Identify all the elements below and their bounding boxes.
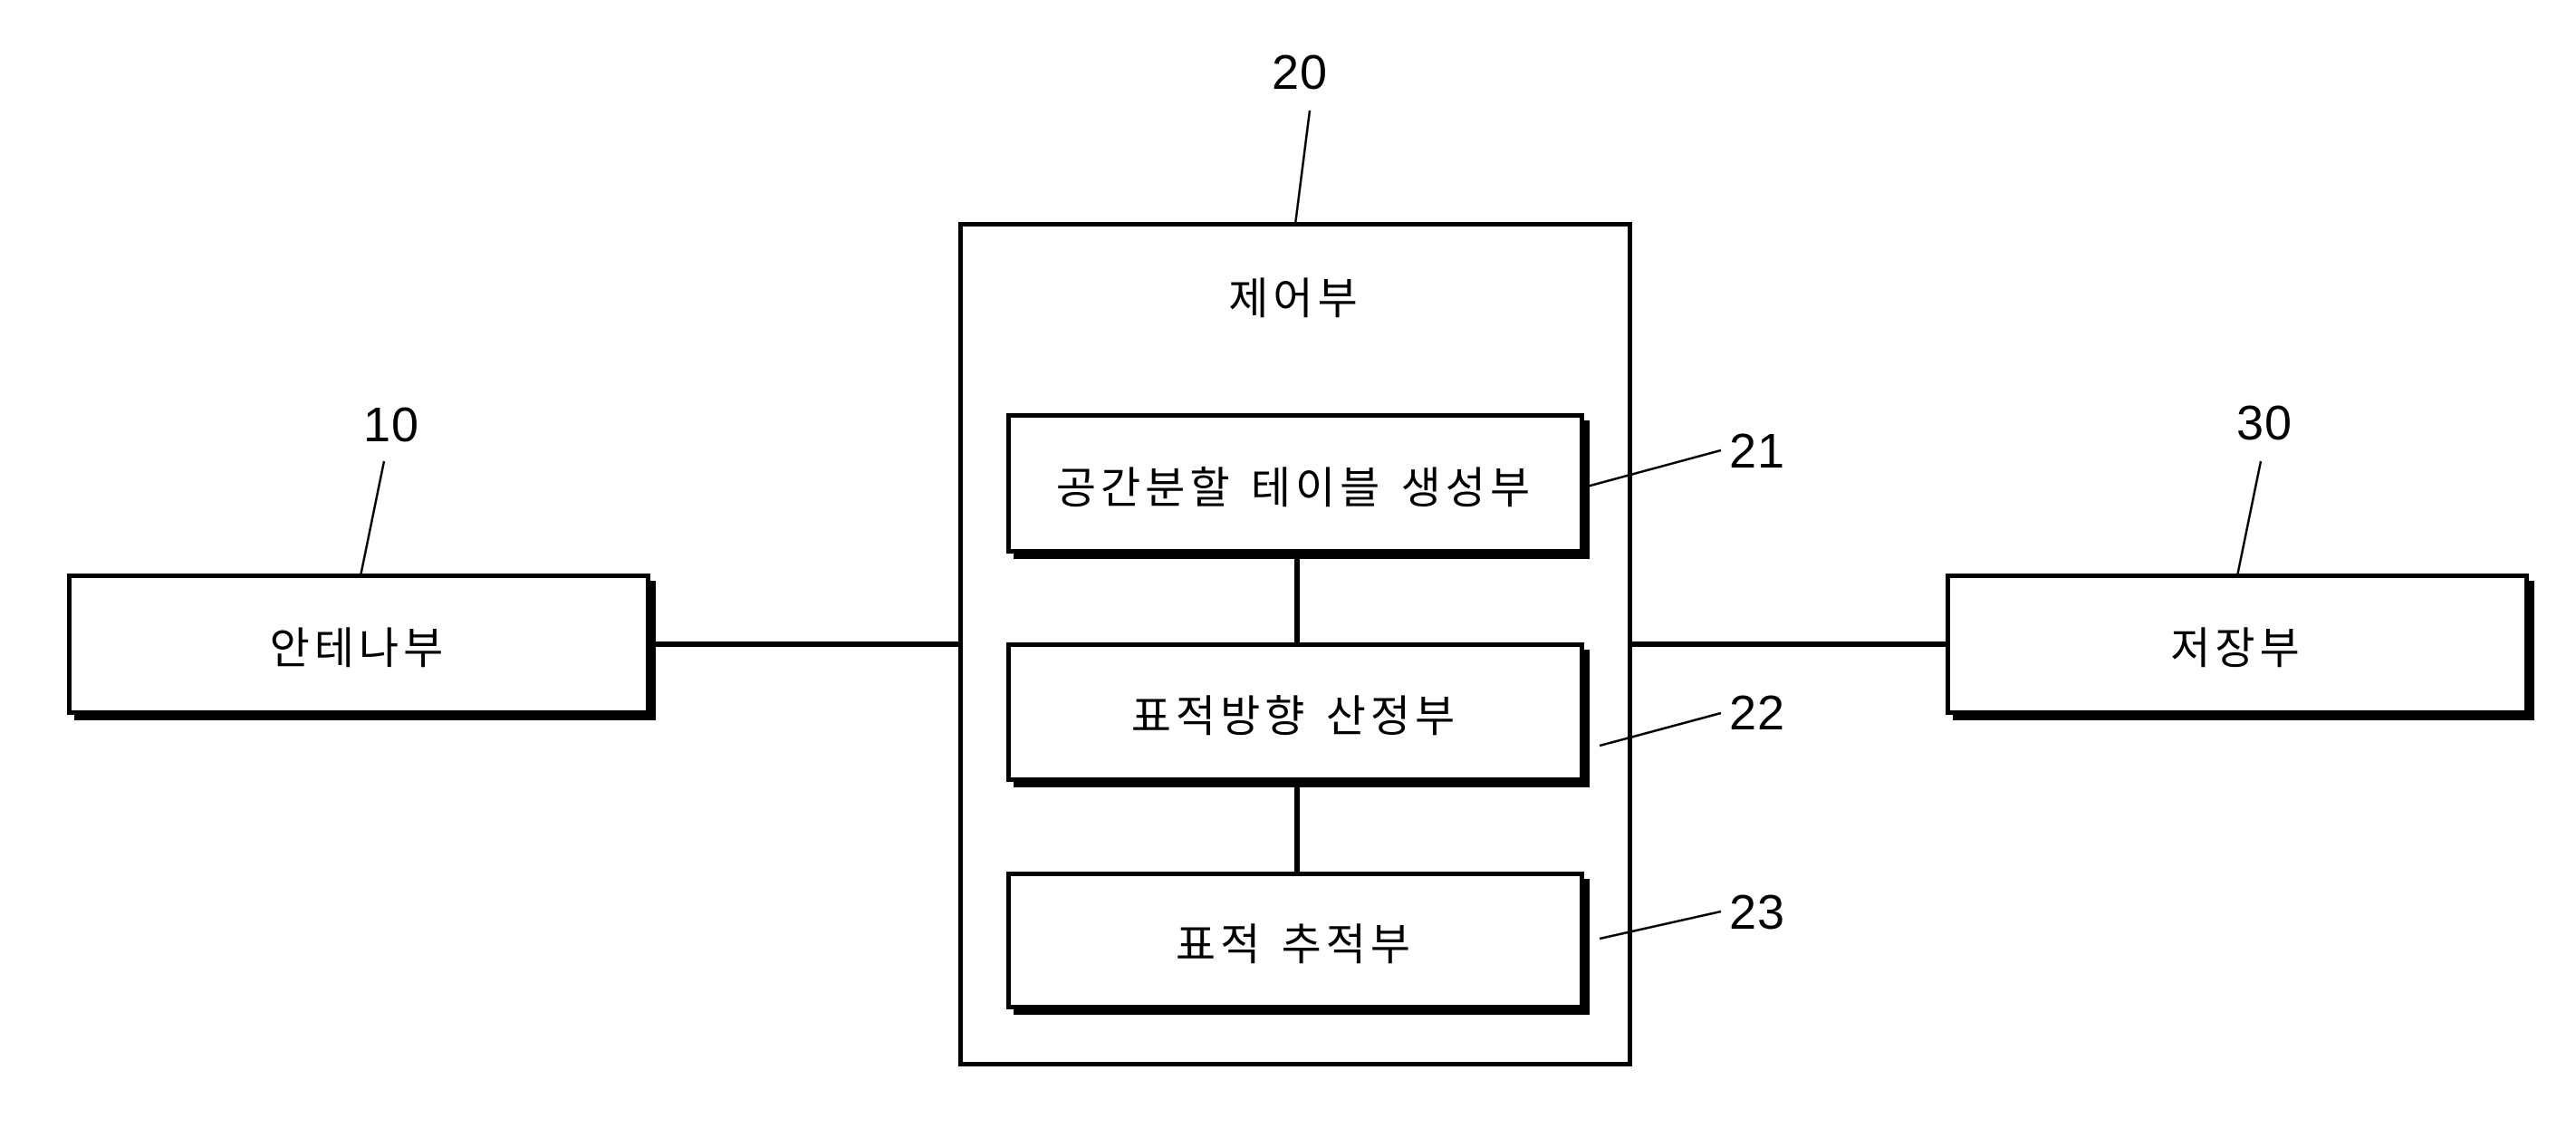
target-direction-estimator-label: 표적방향 산정부 [1130, 693, 1460, 741]
storage-unit-box: 저장부 [1946, 574, 2529, 715]
leader-line-21 [1586, 448, 1722, 488]
ref-number-21: 21 [1728, 424, 1786, 478]
target-tracker-box: 표적 추적부 [1006, 872, 1584, 1009]
spatial-table-generator-label: 공간분할 테이블 생성부 [1055, 464, 1535, 513]
ref-number-23: 23 [1728, 885, 1786, 940]
storage-unit-label: 저장부 [2170, 625, 2304, 673]
ref-number-22: 22 [1728, 686, 1786, 740]
antenna-unit-box: 안테나부 [67, 574, 650, 715]
leader-line-30 [2235, 460, 2263, 577]
control-unit-box: 제어부 [958, 222, 1632, 1066]
control-unit-label: 제어부 [1228, 275, 1362, 323]
leader-line-23 [1599, 910, 1722, 940]
leader-line-20 [1293, 110, 1312, 226]
antenna-unit-label: 안테나부 [269, 625, 448, 673]
target-tracker-label: 표적 추적부 [1175, 921, 1416, 969]
ref-number-30: 30 [2235, 396, 2293, 450]
ref-number-20: 20 [1271, 45, 1329, 100]
leader-line-10 [359, 460, 386, 577]
ref-number-10: 10 [362, 398, 420, 452]
spatial-table-generator-box: 공간분할 테이블 생성부 [1006, 413, 1584, 554]
leader-line-22 [1599, 711, 1722, 747]
target-direction-estimator-box: 표적방향 산정부 [1006, 642, 1584, 782]
